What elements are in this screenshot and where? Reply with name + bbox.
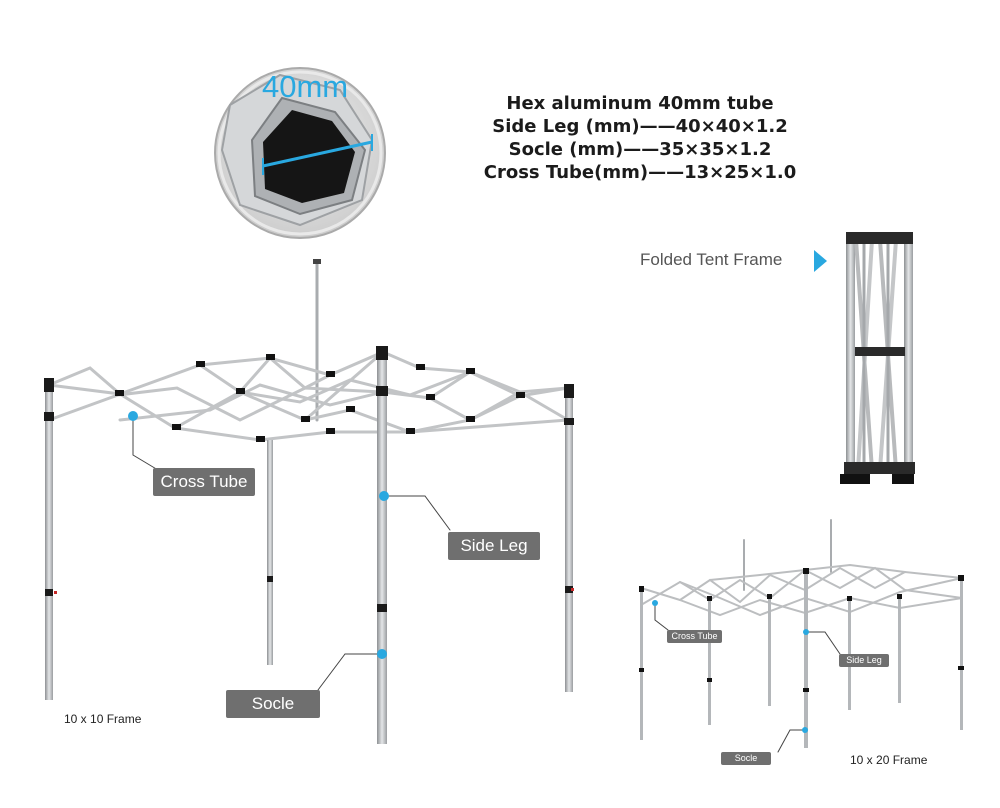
joints-10x10 [115, 354, 525, 442]
tube-size-label: 40mm [262, 69, 348, 104]
side-leg-dot-10x20 [803, 629, 809, 635]
diameter-marker [262, 140, 373, 168]
side-leg-leader-10x20 [805, 631, 841, 655]
frame-caption-10x20: 10 x 20 Frame [850, 753, 928, 767]
socle-dot-10x10 [377, 649, 387, 659]
frame-caption-10x10: 10 x 10 Frame [64, 712, 142, 726]
spec-list: Hex aluminum 40mm tube Side Leg (mm)——40… [440, 92, 840, 184]
cross-tubes-10x20 [640, 563, 963, 617]
hex-tube-callout: 40mm [214, 67, 386, 239]
cross-tube-tag-10x10: Cross Tube [153, 468, 255, 496]
socle-leader-10x10 [317, 653, 383, 691]
folded-frame-label: Folded Tent Frame [640, 250, 783, 269]
side-leg-leader-10x10 [383, 495, 451, 531]
cross-tube-dot-10x10 [128, 411, 138, 421]
frame-10x10 [44, 259, 574, 744]
side-leg-tag-10x20: Side Leg [839, 654, 889, 667]
spec-socle: Socle (mm)——35×35×1.2 [508, 139, 772, 160]
side-leg-tag-10x10: Side Leg [448, 532, 540, 560]
spec-cross-tube: Cross Tube(mm)——13×25×1.0 [483, 162, 797, 183]
cross-tube-tag-10x20: Cross Tube [667, 630, 722, 643]
socle-tag-10x20: Socle [721, 752, 771, 765]
folded-tent-frame [814, 232, 915, 484]
spec-side-leg: Side Leg (mm)——40×40×1.2 [492, 116, 788, 137]
front-leg-10x10 [377, 350, 387, 744]
cross-tube-dot-10x20 [652, 600, 658, 606]
spec-title: Hex aluminum 40mm tube [506, 93, 774, 114]
side-leg-dot-10x10 [379, 491, 389, 501]
cross-tube-leader-10x20 [654, 602, 669, 631]
cross-tubes-10x10 [47, 350, 570, 442]
socle-leader-10x20 [777, 729, 806, 753]
folded-arrow-icon [814, 250, 827, 272]
legs-10x10 [44, 346, 574, 744]
cross-tube-leader-10x10 [132, 415, 159, 471]
socle-dot-10x20 [802, 727, 808, 733]
socle-tag-10x10: Socle [226, 690, 320, 718]
